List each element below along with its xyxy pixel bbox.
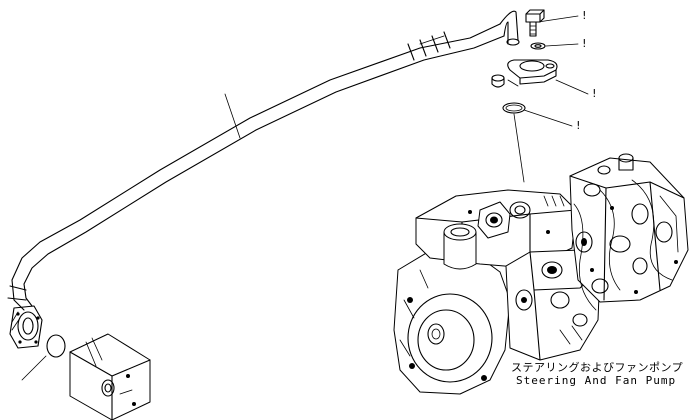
leader-lower-oring bbox=[21, 355, 47, 381]
o-ring-lower bbox=[46, 334, 66, 358]
o-ring-upper bbox=[502, 102, 526, 114]
leader-clamp bbox=[555, 79, 589, 95]
callout-oring: ! bbox=[575, 119, 582, 132]
bolt bbox=[525, 9, 545, 37]
leader-oring bbox=[523, 109, 573, 127]
steering-fan-pump bbox=[393, 153, 689, 395]
callout-bolt: ! bbox=[581, 9, 588, 22]
callout-clamp: ! bbox=[591, 87, 598, 100]
washer bbox=[530, 42, 546, 50]
hydraulic-hose bbox=[7, 10, 520, 349]
hose-end-fitting bbox=[9, 305, 43, 349]
leader-bolt bbox=[537, 15, 579, 23]
port-block bbox=[69, 333, 151, 420]
caption-english: Steering And Fan Pump bbox=[516, 374, 677, 387]
split-flange-clamp bbox=[491, 59, 558, 88]
leader-hose bbox=[224, 93, 241, 139]
caption-japanese: ステアリングおよびファンポンプ bbox=[511, 361, 684, 374]
leader-port bbox=[513, 113, 525, 183]
leader-washer bbox=[545, 43, 579, 47]
callout-washer: ! bbox=[581, 37, 588, 50]
